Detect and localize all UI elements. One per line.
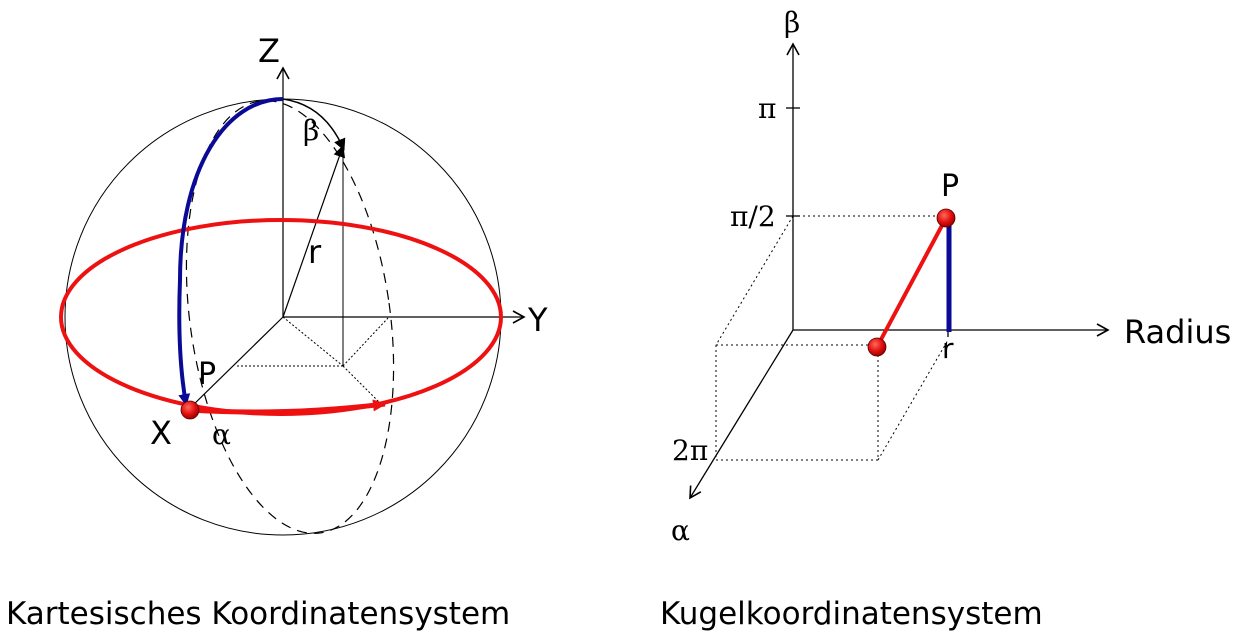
- pi-label: π: [758, 92, 776, 125]
- left-caption: Kartesisches Koordinatensystem: [6, 596, 511, 632]
- r-label: r: [308, 233, 322, 271]
- projection-line: [342, 317, 389, 367]
- alpha-axis-label: α: [671, 514, 690, 547]
- beta-label: β: [303, 114, 319, 147]
- alpha-axis: [689, 329, 794, 500]
- radius-axis-label: Radius: [1124, 313, 1231, 351]
- point-p-upper: [936, 208, 956, 228]
- right-caption: Kugelkoordinatensystem: [660, 596, 1043, 632]
- projection-line: [282, 316, 344, 367]
- two-pi-label: 2π: [672, 434, 708, 467]
- x-label: X: [150, 414, 172, 452]
- cartesian-diagram: Z Y X P r α β: [59, 32, 548, 536]
- p-label: P: [198, 357, 216, 392]
- point-lower: [867, 337, 887, 357]
- pi-half-label: π/2: [730, 200, 776, 233]
- spherical-diagram: β α Radius r π π/2 2π P: [671, 6, 1231, 547]
- alpha-label: α: [212, 418, 231, 451]
- beta-axis-label: β: [784, 6, 800, 39]
- blue-meridian: [177, 97, 284, 406]
- r-tick-label: r: [942, 332, 954, 365]
- alpha-arc: [189, 399, 387, 415]
- x-axis: [187, 316, 284, 411]
- y-label: Y: [527, 301, 548, 339]
- z-label: Z: [258, 32, 280, 70]
- dotted-box: [715, 215, 949, 461]
- radius-vector: [282, 145, 346, 318]
- red-connection: [875, 217, 948, 348]
- projection-line: [342, 365, 383, 406]
- p-upper-label: P: [941, 169, 959, 204]
- beta-arc: [282, 98, 346, 151]
- point-p: [180, 400, 200, 420]
